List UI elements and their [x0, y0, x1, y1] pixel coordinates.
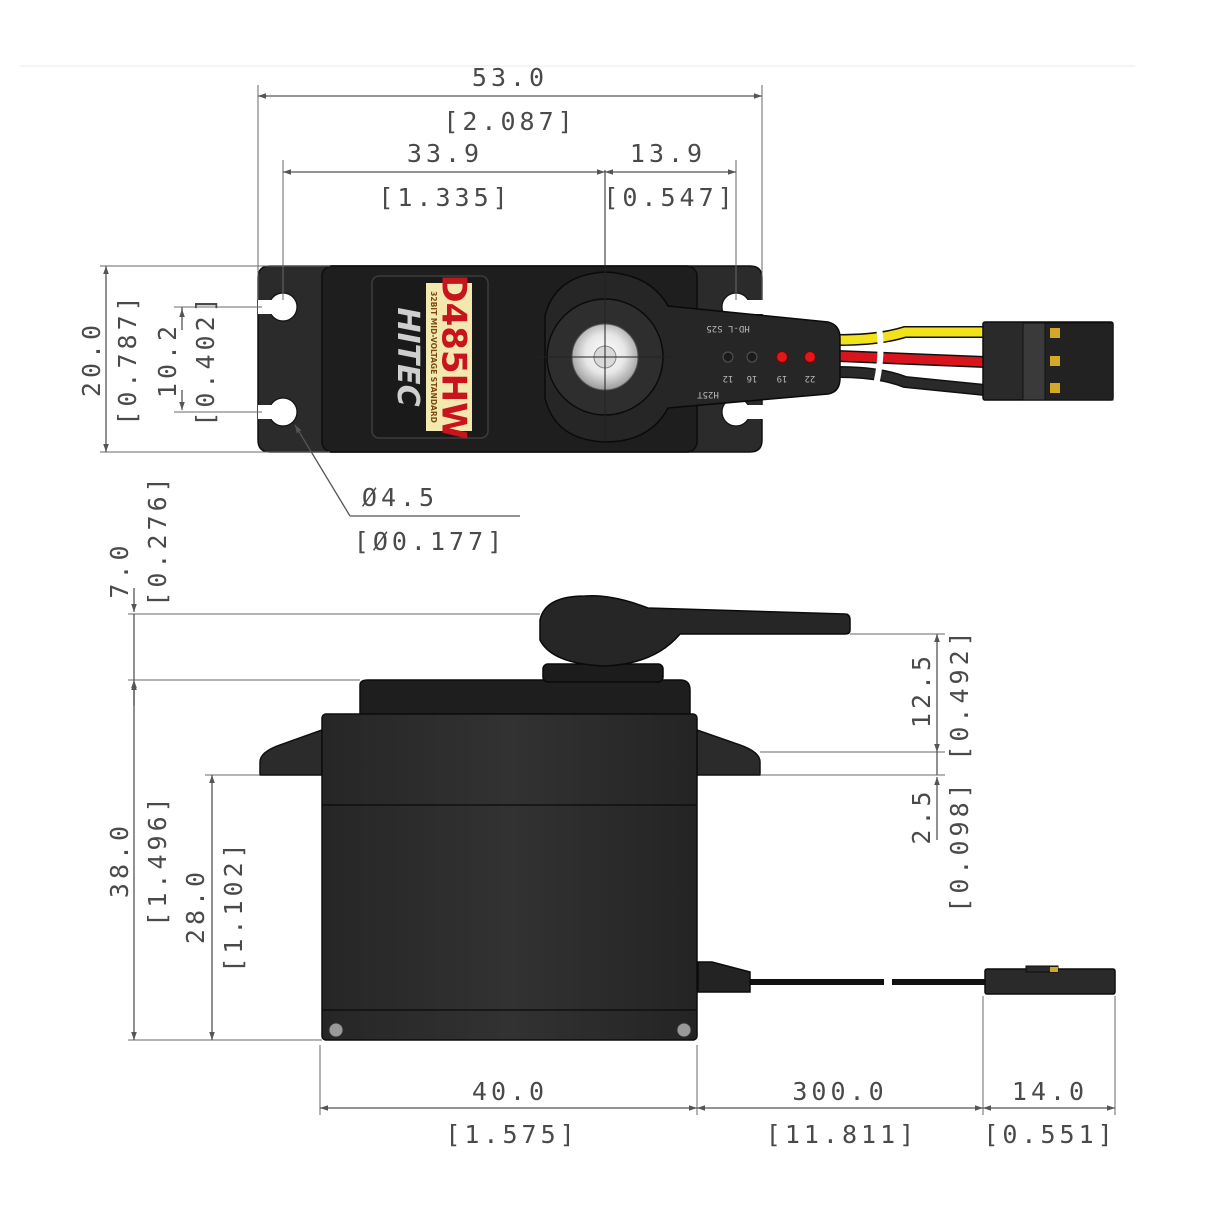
dimension-below-flange: 28.0 [1.102] [181, 774, 260, 1040]
dim-value-inch: [0.547] [603, 183, 736, 212]
dim-value-inch: [Ø0.177] [354, 527, 506, 556]
brand-logo: HITEC [390, 307, 425, 406]
dimension-overall-length: 53.0 [2.087] [257, 63, 763, 300]
servo-top-view: HITEC D485HW 32BIT MID-VOLTAGE STANDARD … [257, 170, 1114, 453]
dim-value-mm: 38.0 [105, 822, 134, 898]
connector-top [982, 321, 1114, 401]
top-cap [359, 679, 691, 715]
dim-value-inch: [11.811] [766, 1120, 918, 1149]
dim-value-inch: [1.335] [378, 183, 511, 212]
dimension-shaft-to-end: 13.9 [0.547] [603, 139, 737, 300]
wire-bundle-top [837, 321, 986, 396]
connector-side [984, 965, 1116, 995]
dim-value-mm: 13.9 [630, 139, 706, 168]
dim-value-mm: 28.0 [181, 868, 210, 944]
product-label: HITEC D485HW 32BIT MID-VOLTAGE STANDARD [371, 274, 489, 440]
dim-value-mm: 300.0 [792, 1077, 887, 1106]
dim-value-inch: [1.575] [445, 1120, 578, 1149]
cable-grommet [697, 961, 751, 993]
dimension-hole-diameter: Ø4.5 [Ø0.177] [294, 424, 520, 556]
dim-value-inch: [2.087] [443, 107, 576, 136]
dim-value-mm: 2.5 [907, 787, 936, 844]
horn-hole-label: 22 [805, 373, 816, 383]
dim-value-mm: 33.9 [407, 139, 483, 168]
dimension-horn-height: 7.0 [0.276] [105, 473, 540, 706]
horn-hole-label: 19 [777, 373, 788, 383]
horn-hole-label: 16 [747, 373, 758, 383]
dimension-case-length: 40.0 [1.575] [319, 1045, 698, 1149]
case-screw [328, 1022, 344, 1038]
dimension-connector-length: 14.0 [0.551] [983, 996, 1116, 1149]
dim-value-mm: 10.2 [153, 322, 182, 398]
servo-side-view [259, 595, 1116, 1041]
servo-case-side [321, 713, 698, 1041]
dimension-top-to-flange: 12.5 [0.492] [760, 627, 974, 761]
dimension-wire-length: 300.0 [11.811] [697, 996, 984, 1149]
wire-side [750, 972, 985, 992]
dim-value-inch: [0.492] [945, 627, 974, 760]
dim-value-mm: 53.0 [472, 63, 548, 92]
dim-value-inch: [0.551] [983, 1120, 1116, 1149]
flange-left [259, 728, 323, 776]
flange-right [696, 728, 761, 776]
output-spline [542, 663, 664, 683]
dim-value-inch: [0.098] [945, 779, 974, 912]
dim-value-inch: [0.402] [191, 293, 220, 426]
model-subtitle: 32BIT MID-VOLTAGE STANDARD [429, 291, 438, 423]
dim-value-mm: 14.0 [1012, 1077, 1088, 1106]
dim-value-inch: [0.276] [143, 473, 172, 606]
dim-value-mm: 40.0 [472, 1077, 548, 1106]
case-screw [676, 1022, 692, 1038]
dim-value-inch: [0.787] [113, 292, 142, 425]
dimension-total-height: 38.0 [1.496] [105, 680, 322, 1041]
dim-value-inch: [1.496] [143, 793, 172, 926]
horn-code-bottom: H25T [697, 389, 719, 399]
dimension-flange-thickness: 2.5 [0.098] [760, 752, 974, 913]
dim-value-mm: 7.0 [105, 541, 134, 598]
dimension-mount-to-shaft: 33.9 [1.335] [282, 139, 605, 300]
dim-value-mm: 20.0 [77, 321, 106, 397]
dim-value-mm: 12.5 [907, 652, 936, 728]
horn-hole-label: 12 [723, 373, 734, 383]
dim-value-mm: Ø4.5 [362, 483, 438, 512]
dimension-hole-spacing: 10.2 [0.402] [153, 293, 262, 427]
servo-horn-side [539, 595, 851, 667]
dim-value-inch: [1.102] [219, 839, 248, 972]
dimension-body-width: 20.0 [0.787] [77, 265, 330, 453]
model-name: D485HW [434, 274, 474, 439]
horn-code-top: HD-L S25 [706, 323, 749, 333]
